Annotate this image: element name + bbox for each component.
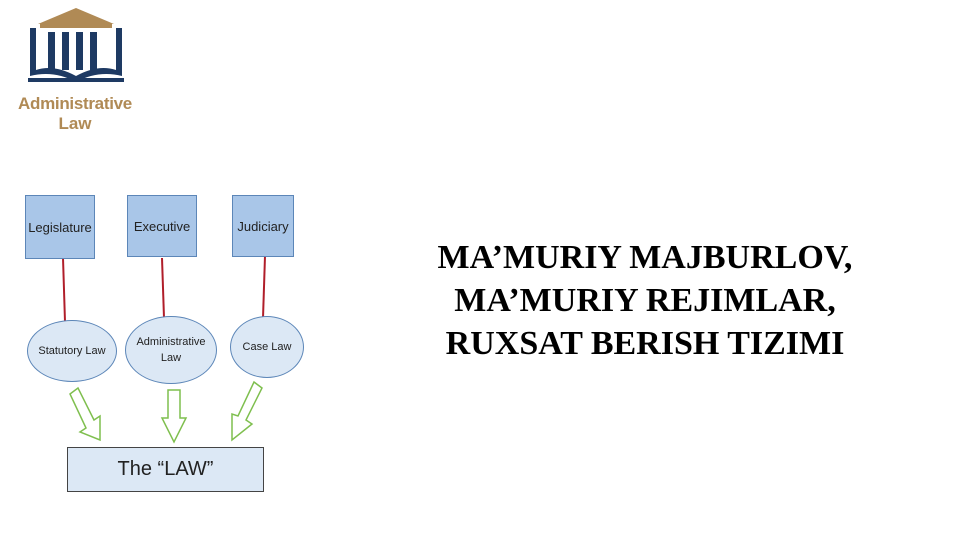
statutory-law-label: Statutory Law xyxy=(38,344,106,357)
administrative-law-logo: Administrative Law xyxy=(10,6,140,136)
statutory-law-ellipse: Statutory Law xyxy=(27,320,117,382)
judiciary-box: Judiciary xyxy=(232,195,294,257)
executive-box: Executive xyxy=(127,195,197,257)
legislature-box: Legislature xyxy=(25,195,95,259)
legislature-label: Legislature xyxy=(28,219,92,235)
connector-legislature xyxy=(62,257,66,323)
judiciary-label: Judiciary xyxy=(237,218,289,234)
administrative-law-label-line2: Law xyxy=(160,352,182,364)
administrative-law-label-line1: Administrative xyxy=(136,335,206,348)
connector-executive xyxy=(161,257,165,319)
arrow-center xyxy=(160,389,188,444)
arrow-left xyxy=(69,386,101,442)
the-law-label: The “LAW” xyxy=(117,458,214,480)
the-law-box: The “LAW” xyxy=(67,447,264,492)
logo-text-line1: Administrative xyxy=(18,94,132,113)
executive-label: Executive xyxy=(133,218,191,234)
logo-text-line2: Law xyxy=(58,114,92,133)
slide-title: MA’MURIY MAJBURLOV, MA’MURIY REJIMLAR, R… xyxy=(380,236,910,365)
connector-judiciary xyxy=(262,255,266,319)
administrative-law-ellipse: Administrative Law xyxy=(125,316,217,384)
title-line3: RUXSAT BERISH TIZIMI xyxy=(445,325,845,362)
title-line1: MA’MURIY MAJBURLOV, xyxy=(437,239,853,276)
case-law-ellipse: Case Law xyxy=(230,316,304,378)
title-line2: MA’MURIY REJIMLAR, xyxy=(454,282,836,319)
case-law-label: Case Law xyxy=(242,340,292,353)
courthouse-book-icon xyxy=(28,8,124,82)
arrow-right xyxy=(231,380,263,442)
